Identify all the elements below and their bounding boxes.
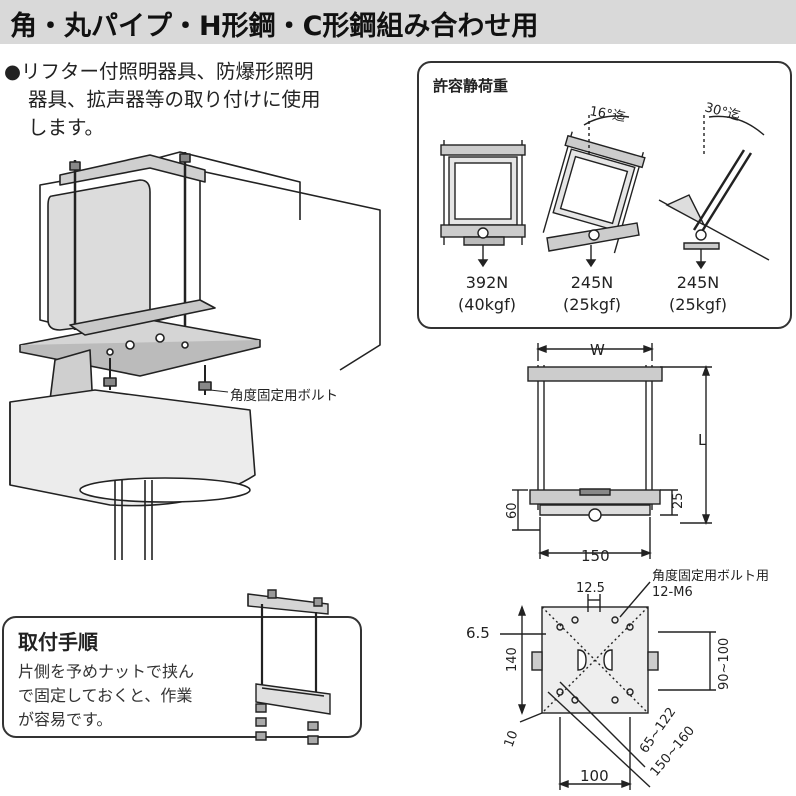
procedure-line-3: が容易です。	[18, 710, 113, 729]
plate-bolt-label-1: 角度固定用ボルト用	[652, 568, 769, 584]
page-title: 角・丸パイプ・H形鋼・C形鋼組み合わせ用	[10, 11, 539, 42]
procedure-parts-drawing	[247, 589, 331, 745]
load-case-1-diagram	[440, 140, 526, 268]
dim-w: W	[590, 341, 605, 359]
plate-bolt-label-2: 12-M6	[652, 585, 693, 600]
load-case-1-value: 392N(40kgf)	[458, 273, 516, 314]
description-text-1: リフター付照明器具、防爆形照明	[21, 60, 314, 83]
main-mounting-figure	[9, 151, 381, 560]
front-view-drawing: W L 25 60 150	[505, 341, 712, 565]
load-case-3-value: 245N(25kgf)	[669, 273, 727, 314]
dim-150: 150	[581, 547, 610, 565]
description-line-3: します。	[28, 116, 105, 139]
procedure-title: 取付手順	[18, 630, 98, 654]
procedure-line-2: で固定しておくと、作業	[18, 686, 193, 705]
dim-60: 60	[505, 502, 520, 519]
angle-16-label: 16°迄	[588, 104, 626, 125]
load-case-2-diagram	[542, 131, 646, 254]
dim-12-5: 12.5	[576, 581, 605, 596]
dim-10: 10	[502, 729, 522, 750]
dim-100: 100	[580, 767, 609, 785]
procedure-text: 片側を予めナットで挟ん で固定しておくと、作業 が容易です。	[18, 660, 194, 732]
description: ●リフター付照明器具、防爆形照明 器具、拡声器等の取り付けに使用 します。	[4, 58, 374, 142]
load-case-2-value: 245N(25kgf)	[563, 273, 621, 314]
dim-140: 140	[505, 647, 520, 672]
procedure-line-1: 片側を予めナットで挟ん	[18, 662, 195, 681]
procedure-panel: 取付手順 片側を予めナットで挟ん で固定しておくと、作業 が容易です。	[2, 616, 362, 738]
angle-bolt-label: 角度固定用ボルト	[230, 388, 338, 404]
load-case-3-diagram	[658, 115, 770, 270]
dim-25: 25	[671, 492, 686, 509]
description-line-2: 器具、拡声器等の取り付けに使用	[28, 88, 321, 111]
title-bar: 角・丸パイプ・H形鋼・C形鋼組み合わせ用	[0, 0, 796, 44]
load-diagrams: 16°迄 30°迄	[440, 100, 770, 270]
bullet-icon: ●	[4, 60, 22, 83]
allowable-load-title: 許容静荷重	[433, 77, 509, 95]
dim-6-5: 6.5	[466, 624, 490, 642]
plate-view-drawing: 角度固定用ボルト用 12-M6 12.5 6.5 140 90~100 10 6…	[466, 568, 769, 790]
dim-l: L	[698, 431, 707, 449]
description-line-1: ●リフター付照明器具、防爆形照明	[4, 58, 374, 86]
dim-90-100: 90~100	[717, 638, 732, 690]
angle-30-label: 30°迄	[703, 100, 742, 124]
